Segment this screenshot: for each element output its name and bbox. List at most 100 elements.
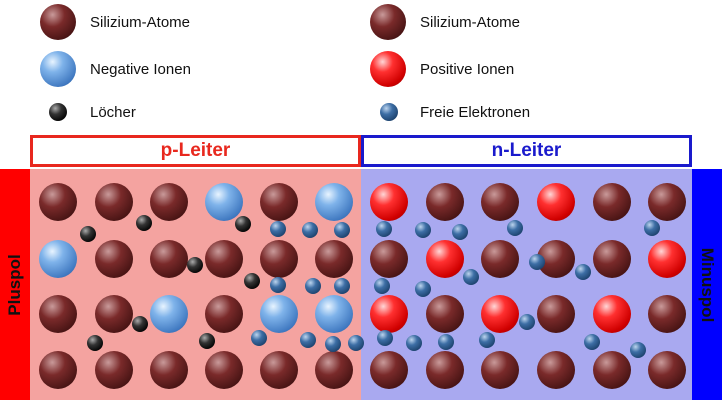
legend-item-silicon-right: Silizium-Atome bbox=[370, 4, 520, 40]
negative-ion bbox=[315, 183, 353, 221]
negative-ion bbox=[315, 295, 353, 333]
positive-ion bbox=[648, 240, 686, 278]
hole-icon bbox=[49, 103, 67, 121]
free-electron bbox=[406, 335, 422, 351]
free-electron bbox=[463, 269, 479, 285]
positive-ion bbox=[426, 240, 464, 278]
legend-label: Silizium-Atome bbox=[420, 13, 521, 31]
free-electron bbox=[575, 264, 591, 280]
free-electron bbox=[584, 334, 600, 350]
silicon-atom bbox=[481, 240, 519, 278]
free-electron bbox=[302, 222, 318, 238]
silicon-atom bbox=[95, 351, 133, 389]
legend-item-free-electrons: Freie Elektronen bbox=[380, 103, 530, 121]
silicon-atom-icon bbox=[370, 4, 406, 40]
negative-ion bbox=[205, 183, 243, 221]
free-electron bbox=[300, 332, 316, 348]
silicon-atom bbox=[481, 351, 519, 389]
silicon-atom bbox=[426, 295, 464, 333]
hole bbox=[187, 257, 203, 273]
silicon-atom bbox=[205, 351, 243, 389]
free-electron bbox=[374, 278, 390, 294]
plus-pole: Pluspol bbox=[0, 169, 30, 400]
free-electron bbox=[334, 222, 350, 238]
free-electron bbox=[376, 221, 392, 237]
silicon-atom bbox=[426, 351, 464, 389]
free-electron bbox=[630, 342, 646, 358]
free-electron-icon bbox=[380, 103, 398, 121]
silicon-atom bbox=[150, 183, 188, 221]
legend-item-negative-ion: Negative Ionen bbox=[40, 51, 191, 87]
plus-pole-label: Pluspol bbox=[5, 253, 24, 316]
hole bbox=[87, 335, 103, 351]
negative-ion bbox=[39, 240, 77, 278]
legend-item-positive-ion: Positive Ionen bbox=[370, 51, 514, 87]
silicon-atom bbox=[150, 351, 188, 389]
legend-label: Silizium-Atome bbox=[90, 13, 191, 31]
legend-label: Negative Ionen bbox=[90, 60, 191, 78]
silicon-atom bbox=[95, 295, 133, 333]
silicon-atom bbox=[315, 240, 353, 278]
silicon-atom bbox=[39, 183, 77, 221]
hole bbox=[244, 273, 260, 289]
silicon-atom bbox=[370, 351, 408, 389]
free-electron bbox=[325, 336, 341, 352]
silicon-atom bbox=[260, 183, 298, 221]
silicon-atom bbox=[39, 351, 77, 389]
legend-label: Positive Ionen bbox=[420, 60, 515, 78]
free-electron bbox=[270, 221, 286, 237]
silicon-atom bbox=[593, 240, 631, 278]
silicon-atom bbox=[648, 351, 686, 389]
free-electron bbox=[415, 222, 431, 238]
free-electron bbox=[479, 332, 495, 348]
silicon-atom bbox=[593, 183, 631, 221]
positive-ion bbox=[370, 295, 408, 333]
hole bbox=[199, 333, 215, 349]
silicon-atom bbox=[648, 183, 686, 221]
free-electron bbox=[251, 330, 267, 346]
positive-ion-icon bbox=[370, 51, 406, 87]
legend-item-holes: Löcher bbox=[49, 103, 136, 121]
silicon-atom bbox=[205, 240, 243, 278]
silicon-atom bbox=[648, 295, 686, 333]
positive-ion bbox=[481, 295, 519, 333]
free-electron bbox=[270, 277, 286, 293]
silicon-atom bbox=[260, 240, 298, 278]
silicon-atom-icon bbox=[40, 4, 76, 40]
legend-item-silicon-left: Silizium-Atome bbox=[40, 4, 190, 40]
legend-label: Löcher bbox=[90, 103, 136, 121]
silicon-atom bbox=[593, 351, 631, 389]
silicon-atom bbox=[95, 183, 133, 221]
n-conductor-header: n-Leiter bbox=[361, 135, 692, 167]
silicon-atom bbox=[426, 183, 464, 221]
silicon-atom bbox=[315, 351, 353, 389]
positive-ion bbox=[593, 295, 631, 333]
silicon-atom bbox=[537, 295, 575, 333]
n-conductor-label: n-Leiter bbox=[491, 140, 562, 161]
legend-label: Freie Elektronen bbox=[420, 103, 531, 121]
silicon-atom bbox=[205, 295, 243, 333]
silicon-atom bbox=[481, 183, 519, 221]
free-electron bbox=[452, 224, 468, 240]
free-electron bbox=[507, 220, 523, 236]
silicon-atom bbox=[370, 240, 408, 278]
hole bbox=[132, 316, 148, 332]
free-electron bbox=[529, 254, 545, 270]
negative-ion-icon bbox=[40, 51, 76, 87]
positive-ion bbox=[537, 183, 575, 221]
p-conductor-label: p-Leiter bbox=[160, 140, 231, 161]
hole bbox=[80, 226, 96, 242]
silicon-atom bbox=[95, 240, 133, 278]
free-electron bbox=[334, 278, 350, 294]
silicon-atom bbox=[150, 240, 188, 278]
silicon-atom bbox=[260, 351, 298, 389]
free-electron bbox=[644, 220, 660, 236]
free-electron bbox=[438, 334, 454, 350]
negative-ion bbox=[260, 295, 298, 333]
negative-ion bbox=[150, 295, 188, 333]
silicon-atom bbox=[39, 295, 77, 333]
free-electron bbox=[377, 330, 393, 346]
p-conductor-header: p-Leiter bbox=[30, 135, 361, 167]
free-electron bbox=[348, 335, 364, 351]
